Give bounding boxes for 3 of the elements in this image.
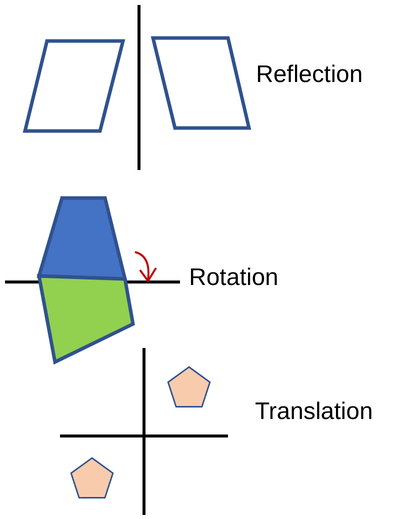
transformation-label: Rotation [189, 263, 278, 293]
transformation-label: Reflection [256, 60, 363, 90]
transformation-label: Translation [255, 397, 373, 427]
